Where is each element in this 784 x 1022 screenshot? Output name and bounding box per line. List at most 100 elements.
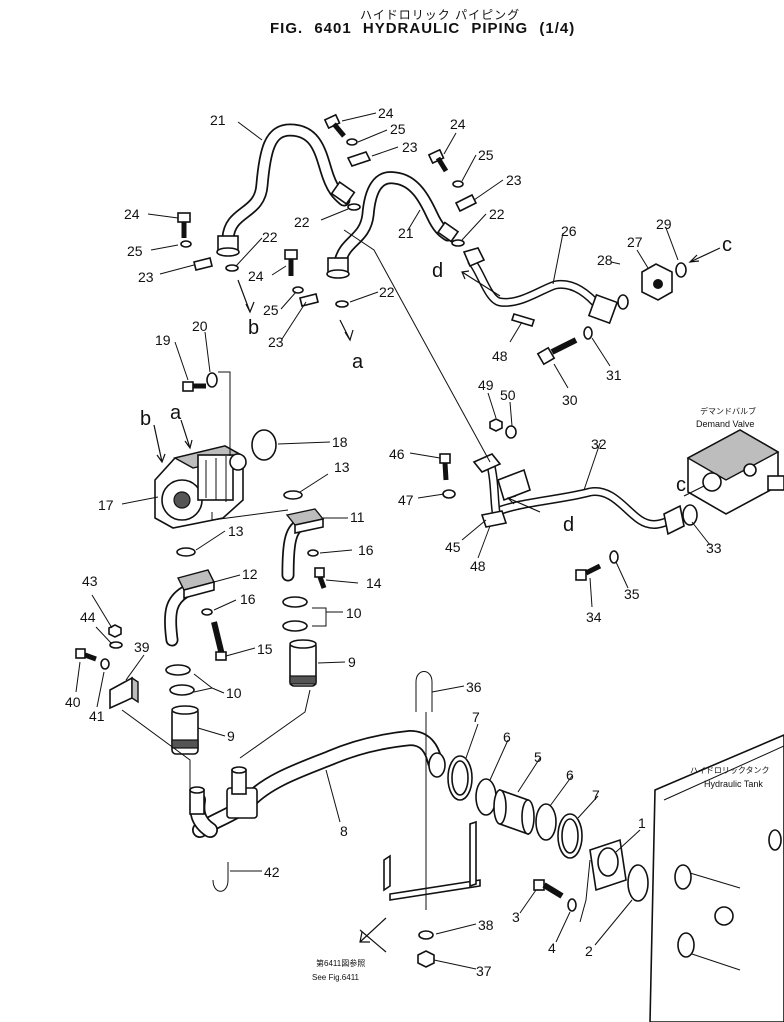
callout-34: 34 <box>586 609 602 625</box>
callout-24: 24 <box>248 268 264 284</box>
callout-28: 28 <box>597 252 613 268</box>
hose-21-right <box>326 171 460 279</box>
callout-10: 10 <box>346 605 362 621</box>
callout-25: 25 <box>390 121 406 137</box>
callout-22: 22 <box>262 229 278 245</box>
flange-23-b <box>454 193 478 213</box>
washer-20 <box>206 372 218 388</box>
washer-50 <box>505 425 517 439</box>
callout-22: 22 <box>379 284 395 300</box>
mount-bracket <box>383 820 481 910</box>
demand-valve-label: Demand Valve <box>696 419 754 429</box>
nut-49 <box>489 418 503 432</box>
bolt-14 <box>314 567 327 589</box>
callout-36: 36 <box>466 679 482 695</box>
callout-19: 19 <box>155 332 171 348</box>
bolt-24-a <box>323 113 346 138</box>
bolt-30 <box>536 337 578 366</box>
connector-c-mid: c <box>676 474 686 496</box>
callout-39: 39 <box>134 639 150 655</box>
callout-6: 6 <box>566 767 574 783</box>
callout-5: 5 <box>534 749 542 765</box>
o-ring-22-c <box>225 264 239 272</box>
hydraulic-tank <box>649 734 784 1022</box>
callout-2: 2 <box>585 943 593 959</box>
callout-7: 7 <box>472 709 480 725</box>
washer-16-a <box>307 549 319 557</box>
bolt-24-d <box>284 249 298 276</box>
callout-22: 22 <box>489 206 505 222</box>
callout-10: 10 <box>226 685 242 701</box>
demand-valve-label-jp: デマンドバルブ <box>700 406 756 416</box>
washer-25-a <box>346 138 358 146</box>
callout-35: 35 <box>624 586 640 602</box>
callout-13: 13 <box>228 523 244 539</box>
ring-6-a <box>475 778 497 816</box>
callout-9: 9 <box>227 728 235 744</box>
callout-16: 16 <box>358 542 374 558</box>
callout-16: 16 <box>240 591 256 607</box>
hose-21-left <box>216 123 356 257</box>
callout-46: 46 <box>389 446 405 462</box>
callout-18: 18 <box>332 434 348 450</box>
hydraulic-tank-label-jp: ハイドロリックタンク <box>690 766 770 775</box>
callout-38: 38 <box>478 917 494 933</box>
callout-23: 23 <box>138 269 154 285</box>
callout-49: 49 <box>478 377 494 393</box>
connector-27 <box>641 263 673 301</box>
callout-33: 33 <box>706 540 722 556</box>
callout-41: 41 <box>89 708 105 724</box>
callout-25: 25 <box>263 302 279 318</box>
bracket-45 <box>480 468 531 528</box>
callout-27: 27 <box>627 234 643 250</box>
callout-44: 44 <box>80 609 96 625</box>
connector-d-top: d <box>432 260 443 282</box>
callout-24: 24 <box>378 105 394 121</box>
callout-37: 37 <box>476 963 492 979</box>
hydraulic-tank-label: Hydraulic Tank <box>704 779 763 789</box>
bracket-39 <box>109 676 139 710</box>
callout-13: 13 <box>334 459 350 475</box>
callout-25: 25 <box>127 243 143 259</box>
o-ring-13-b <box>176 547 196 557</box>
callout-23: 23 <box>506 172 522 188</box>
callout-48: 48 <box>492 348 508 364</box>
clamp-10-c <box>165 664 191 676</box>
callout-labels: 21 24 25 23 24 25 23 22 21 22 24 25 23 2… <box>65 105 722 979</box>
callout-22: 22 <box>294 214 310 230</box>
o-ring-22-a <box>347 203 361 211</box>
bolt-3 <box>533 879 564 899</box>
callout-25: 25 <box>478 147 494 163</box>
clamp-7-a <box>447 755 473 801</box>
callout-30: 30 <box>562 392 578 408</box>
callout-9: 9 <box>348 654 356 670</box>
connector-a-pump: a <box>170 402 182 424</box>
callout-15: 15 <box>257 641 273 657</box>
washer-31 <box>583 326 593 340</box>
o-ring-22-b <box>451 239 465 247</box>
callout-6: 6 <box>503 729 511 745</box>
o-ring-13-a <box>283 490 303 500</box>
callout-7: 7 <box>592 787 600 803</box>
callout-45: 45 <box>445 539 461 555</box>
clamp-10-b <box>282 620 308 632</box>
hose-9-right <box>289 639 317 687</box>
connector-d-mid: d <box>563 514 574 536</box>
washer-16-b <box>201 608 213 616</box>
pipe-32 <box>472 453 685 536</box>
o-ring-18 <box>251 429 277 461</box>
o-ring-29 <box>675 262 687 278</box>
clamp-10-d <box>169 684 195 696</box>
callout-21: 21 <box>210 112 226 128</box>
washer-25-b <box>452 180 464 188</box>
flange-1 <box>589 838 627 892</box>
demand-valve <box>686 429 784 515</box>
bolt-15 <box>211 621 227 661</box>
callout-24: 24 <box>450 116 466 132</box>
callout-20: 20 <box>192 318 208 334</box>
callout-23: 23 <box>268 334 284 350</box>
figure-title: FIG. 6401 HYDRAULIC PIPING (1/4) <box>270 20 576 37</box>
callout-29: 29 <box>656 216 672 232</box>
callout-4: 4 <box>548 940 556 956</box>
figure-title-japanese: ハイドロリック パイピング <box>360 8 521 22</box>
